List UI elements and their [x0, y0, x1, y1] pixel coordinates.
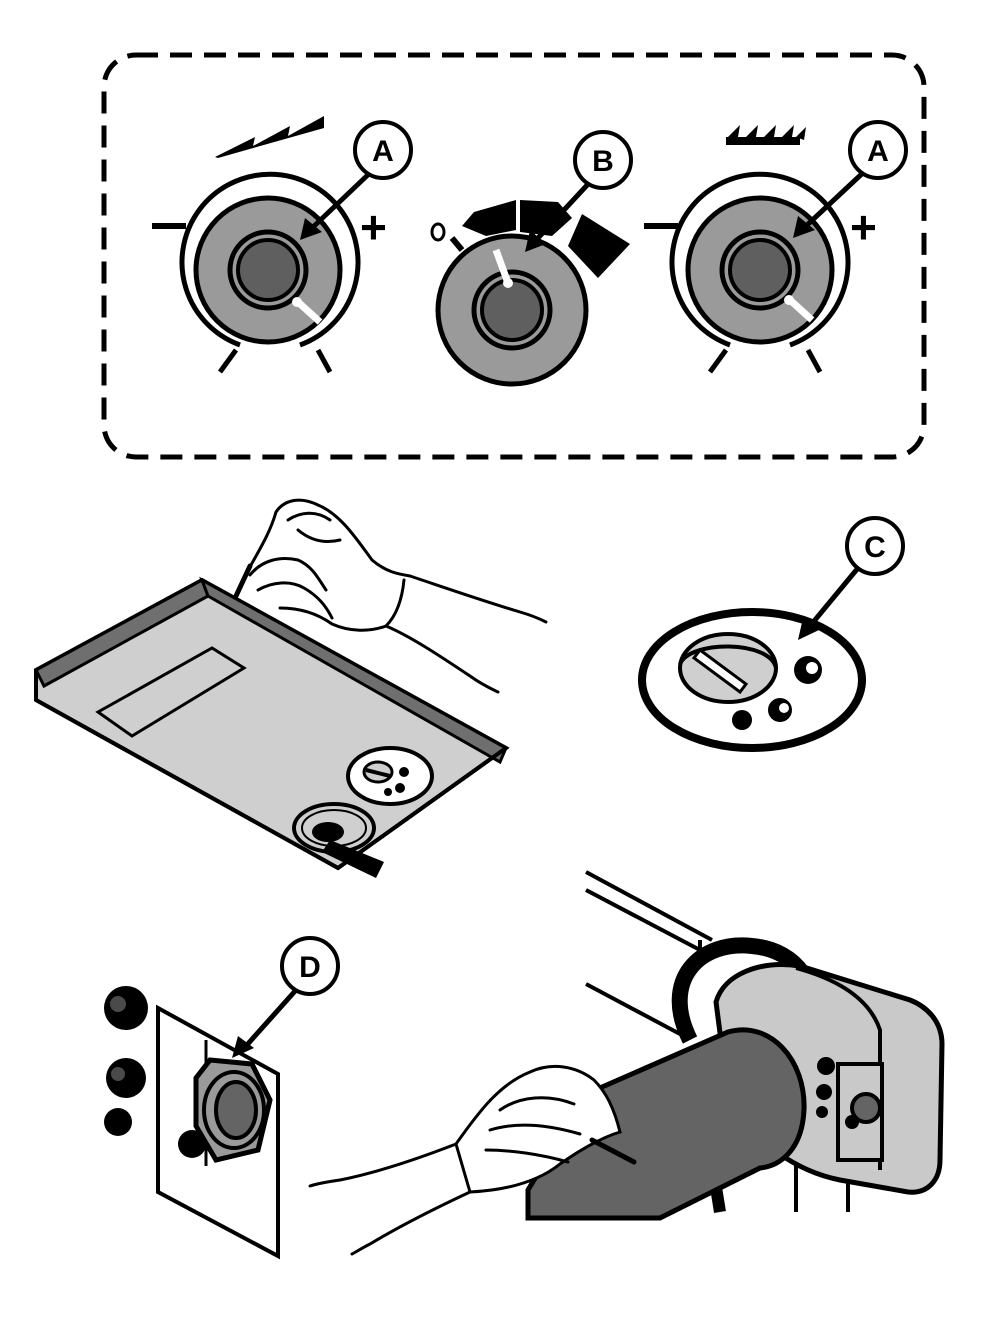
callout-c: C — [798, 516, 905, 640]
svg-text:A: A — [372, 135, 394, 168]
plus-sign-left: + — [360, 201, 387, 253]
callout-a-right: A — [793, 120, 908, 238]
middle-selector-knob[interactable] — [430, 200, 630, 387]
dashed-panel-border — [101, 52, 927, 460]
hand-bottom — [308, 1065, 637, 1256]
knob-ring-left — [179, 171, 361, 348]
right-speed-knob[interactable]: + — [644, 171, 877, 374]
plus-sign-right: + — [850, 201, 877, 253]
setting-band-2 — [520, 200, 572, 236]
svg-text:D: D — [299, 951, 321, 984]
setting-band-3 — [568, 214, 630, 278]
control-panel-detail: + + — [101, 52, 927, 460]
protective-sleeve — [525, 1027, 807, 1221]
pointer-middle — [492, 248, 512, 285]
cover-panel-view — [34, 498, 548, 878]
power-cable — [322, 840, 384, 878]
port-3 — [732, 710, 752, 730]
valve-detail-c: C — [638, 516, 905, 752]
setting-band-1 — [462, 200, 516, 236]
motor-assembly — [308, 870, 945, 1256]
callout-b: B — [525, 130, 633, 252]
svg-text:B: B — [592, 145, 614, 178]
label-window — [95, 646, 247, 738]
fine-sawtooth-icon — [726, 125, 806, 145]
zero-mark — [430, 222, 446, 242]
callout-a-left: A — [300, 120, 413, 240]
nut-detail-d: D — [104, 936, 340, 1260]
left-speed-knob[interactable]: + — [152, 171, 387, 374]
coarse-sawtooth-icon — [215, 116, 324, 158]
pointer-left — [295, 299, 323, 325]
svg-text:A: A — [867, 135, 889, 168]
callout-d: D — [232, 936, 340, 1058]
knob-ring-right — [669, 171, 851, 348]
adjust-screw — [678, 632, 778, 704]
pointer-right — [787, 297, 815, 323]
grommet-2 — [106, 1058, 146, 1098]
hand-screwdriver-top — [233, 498, 548, 694]
svg-text:C: C — [864, 531, 886, 564]
grommet-3 — [104, 1108, 132, 1136]
grommet-1 — [104, 986, 148, 1030]
